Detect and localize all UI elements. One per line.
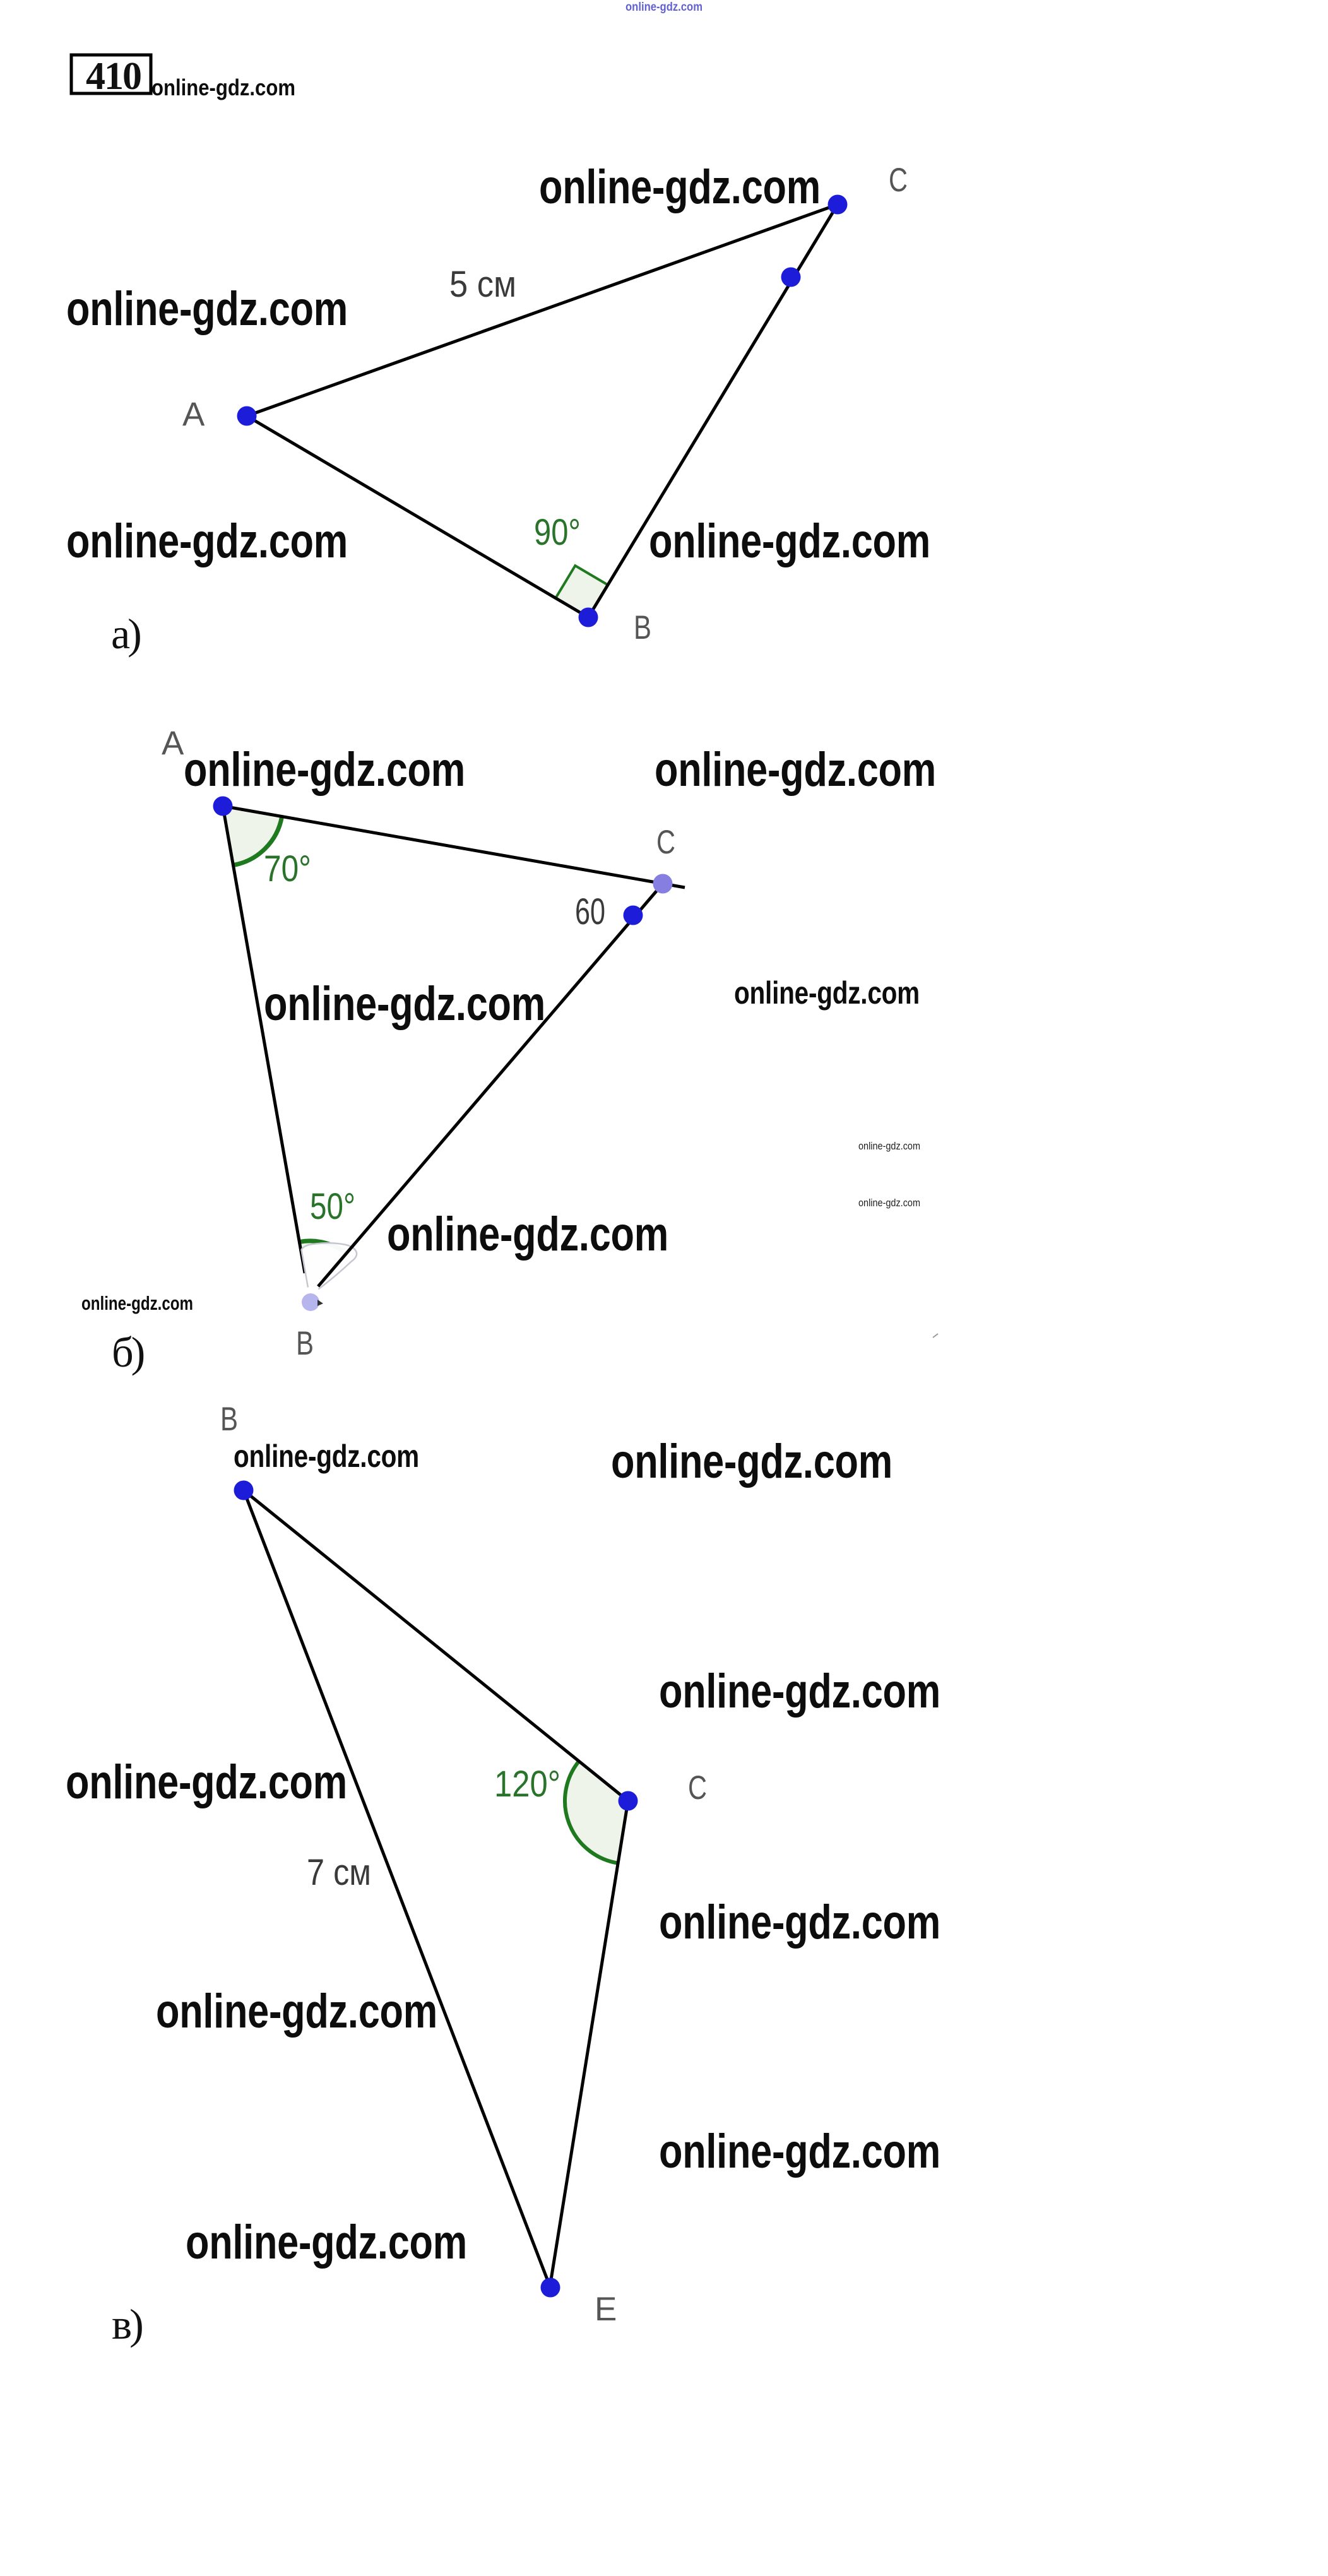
svg-text:б): б) xyxy=(112,1328,144,1376)
svg-text:C: C xyxy=(656,824,675,861)
svg-text:online-gdz.com: online-gdz.com xyxy=(387,1208,668,1261)
svg-text:online-gdz.com: online-gdz.com xyxy=(151,74,295,100)
svg-text:B: B xyxy=(634,609,651,646)
svg-text:5 см: 5 см xyxy=(449,264,516,305)
svg-text:online-gdz.com: online-gdz.com xyxy=(264,977,545,1031)
svg-text:online-gdz.com: online-gdz.com xyxy=(659,1896,940,1949)
svg-text:online-gdz.com: online-gdz.com xyxy=(659,1665,940,1718)
svg-text:online-gdz.com: online-gdz.com xyxy=(625,1,703,14)
svg-text:online-gdz.com: online-gdz.com xyxy=(186,2216,467,2269)
svg-text:online-gdz.com: online-gdz.com xyxy=(858,1140,920,1152)
svg-text:online-gdz.com: online-gdz.com xyxy=(539,160,821,214)
svg-text:A: A xyxy=(182,396,205,433)
svg-text:online-gdz.com: online-gdz.com xyxy=(655,743,936,797)
svg-text:60: 60 xyxy=(575,891,605,932)
svg-text:90°: 90° xyxy=(534,512,581,553)
svg-text:online-gdz.com: online-gdz.com xyxy=(156,1985,437,2038)
svg-text:120°: 120° xyxy=(494,1764,560,1805)
svg-text:online-gdz.com: online-gdz.com xyxy=(659,2125,940,2178)
svg-text:online-gdz.com: online-gdz.com xyxy=(66,282,348,336)
svg-text:online-gdz.com: online-gdz.com xyxy=(66,1755,347,1809)
svg-text:B: B xyxy=(296,1325,314,1362)
svg-text:online-gdz.com: online-gdz.com xyxy=(66,514,348,568)
svg-text:B: B xyxy=(220,1401,238,1438)
svg-text:C: C xyxy=(688,1769,707,1807)
svg-text:online-gdz.com: online-gdz.com xyxy=(234,1439,419,1474)
svg-text:E: E xyxy=(595,2291,617,2328)
svg-text:A: A xyxy=(162,725,184,762)
svg-text:online-gdz.com: online-gdz.com xyxy=(184,743,465,797)
svg-text:online-gdz.com: online-gdz.com xyxy=(81,1292,193,1314)
svg-text:50°: 50° xyxy=(310,1186,355,1227)
svg-text:online-gdz.com: online-gdz.com xyxy=(611,1435,892,1488)
svg-text:в): в) xyxy=(112,2300,142,2348)
svg-text:online-gdz.com: online-gdz.com xyxy=(858,1197,920,1209)
svg-text:410: 410 xyxy=(86,55,141,98)
svg-text:online-gdz.com: online-gdz.com xyxy=(734,975,920,1011)
svg-text:70°: 70° xyxy=(264,848,311,889)
svg-text:7 см: 7 см xyxy=(307,1852,371,1893)
svg-text:а): а) xyxy=(111,610,140,658)
svg-text:C: C xyxy=(889,162,908,199)
svg-text:online-gdz.com: online-gdz.com xyxy=(649,514,930,568)
